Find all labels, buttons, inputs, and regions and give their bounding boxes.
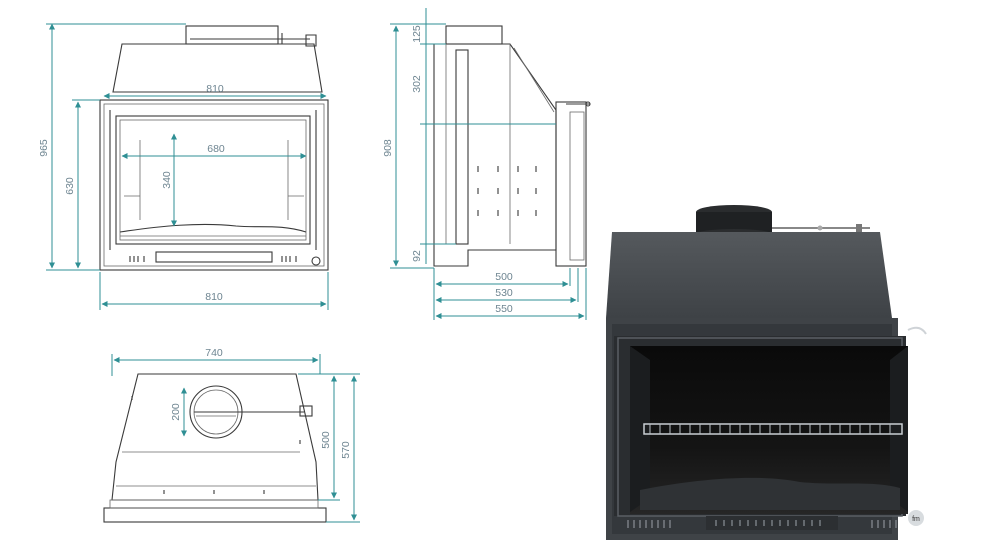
- side-depth-inner-label: 500: [495, 271, 513, 283]
- side-depth-mid-label: 530: [495, 287, 513, 299]
- product-render: fm: [606, 205, 927, 540]
- side-flue-height-label: 125: [411, 25, 423, 43]
- side-base-height-label: 92: [411, 250, 423, 262]
- front-total-height-label: 965: [38, 139, 50, 157]
- front-flue: [185, 25, 279, 45]
- top-depth-inner-label: 500: [320, 431, 332, 449]
- top-width-label: 740: [205, 347, 223, 359]
- front-bottom-width-label: 810: [205, 291, 223, 303]
- front-inner-height-label: 340: [161, 171, 173, 189]
- brand-badge-text: fm: [912, 516, 920, 523]
- side-hood-height-label: 302: [411, 75, 423, 93]
- front-view: 810 680 340 965 630 810: [38, 23, 329, 310]
- top-view: 740 200 500 570: [103, 347, 360, 523]
- brand-badge: [908, 510, 924, 526]
- side-total-height-label: 908: [382, 139, 394, 157]
- side-depth-total-label: 550: [495, 303, 513, 315]
- front-body: [99, 99, 329, 271]
- top-flue-diameter-label: 200: [170, 403, 182, 421]
- top-depth-total-label: 570: [340, 441, 352, 459]
- front-body-height-label: 630: [64, 177, 76, 195]
- front-inner-width-label: 680: [207, 143, 225, 155]
- side-view: 125 302 92 908 500 530 550: [382, 8, 591, 320]
- front-top-width-label: 810: [206, 83, 224, 95]
